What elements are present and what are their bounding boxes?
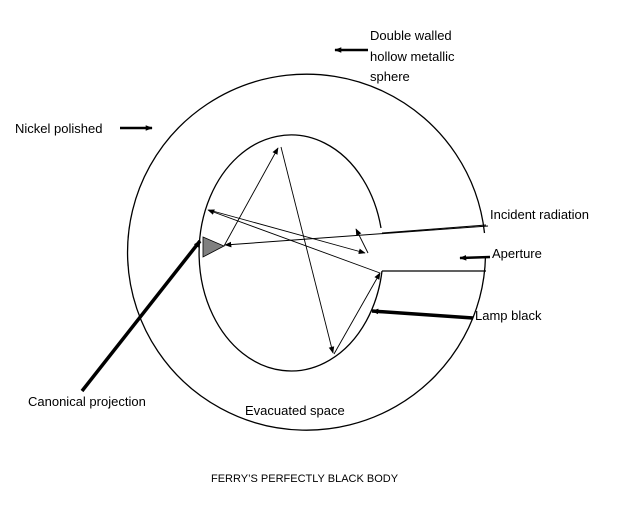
aperture-tube-upper-wall: [381, 224, 487, 234]
reflected-ray: [207, 209, 381, 274]
inner-sphere-wall: [198, 134, 383, 372]
lamp-black-pointer-arrow: [371, 308, 474, 320]
label-lamp-black: Lamp black: [475, 308, 542, 323]
reflected-ray: [355, 228, 369, 254]
aperture-pointer-arrow: [459, 254, 491, 261]
canonical-projection-pointer-arrow: [80, 239, 202, 393]
reflected-ray: [223, 147, 279, 247]
reflected-ray: [333, 272, 381, 355]
conical-projection: [202, 236, 225, 258]
label-canonical-projection: Canonical projection: [28, 394, 146, 409]
diagram-caption: FERRY’S PERFECTLY BLACK BODY: [211, 473, 399, 485]
label-double-walled-line2: hollow metallic: [370, 49, 455, 64]
reflected-ray: [280, 146, 335, 354]
incident-ray: [224, 225, 489, 248]
outer-sphere-wall: [126, 73, 487, 431]
reflected-ray: [208, 209, 366, 255]
label-incident-radiation: Incident radiation: [490, 207, 589, 222]
label-evacuated-space: Evacuated space: [245, 403, 345, 418]
label-double-walled-line3: sphere: [370, 69, 410, 84]
label-double-walled-line1: Double walled: [370, 28, 452, 43]
label-aperture: Aperture: [492, 246, 542, 261]
label-nickel-polished: Nickel polished: [15, 121, 102, 136]
